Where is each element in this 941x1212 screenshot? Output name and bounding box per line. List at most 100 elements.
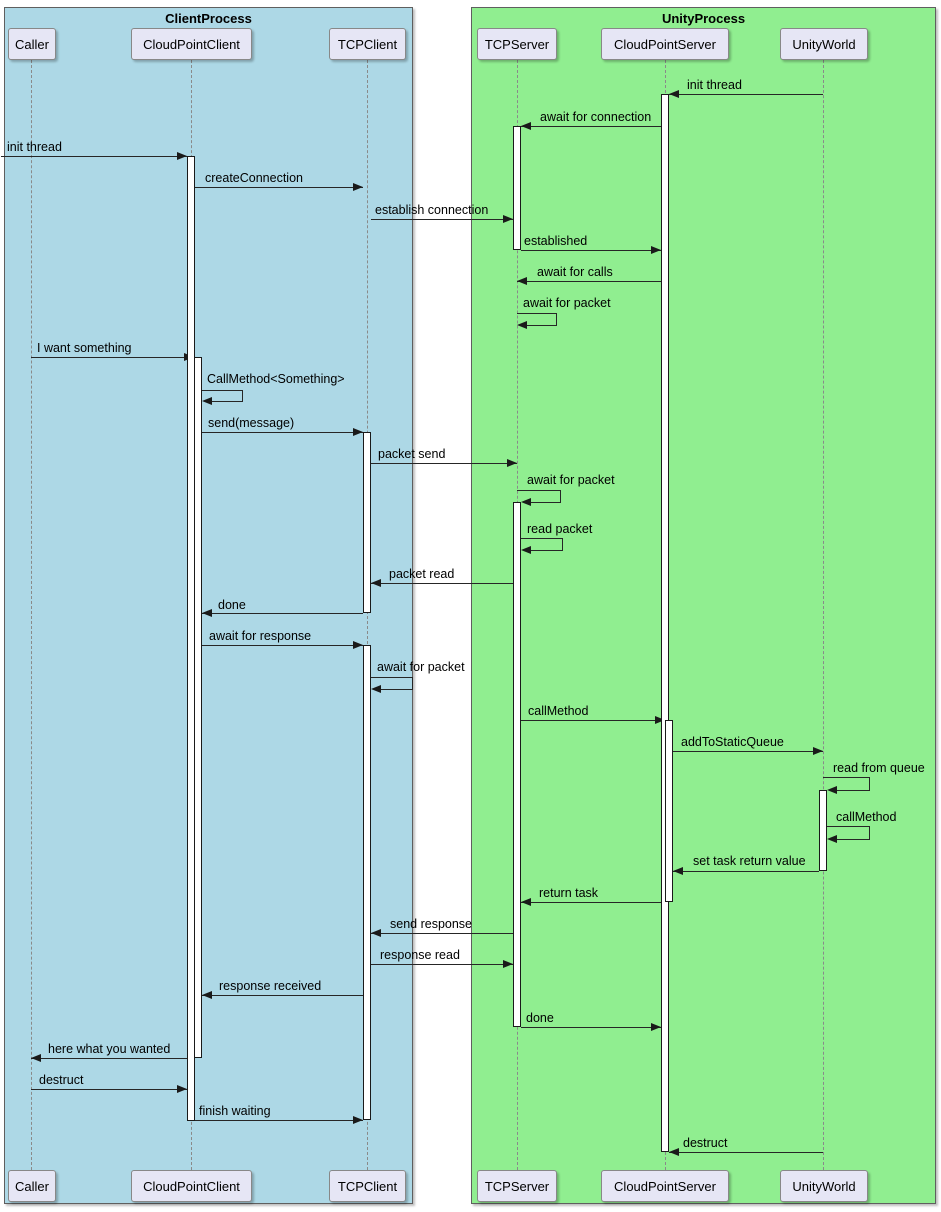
arrowhead-done-client <box>202 609 212 617</box>
self-message-side-await-for-packet-client <box>412 677 413 689</box>
self-message-top-read-from-queue <box>823 777 870 778</box>
message-line-init-thread-unity <box>669 94 823 95</box>
arrowhead-call-method-something <box>202 397 212 405</box>
message-line-i-want-something <box>31 357 194 358</box>
message-line-create-connection <box>195 187 363 188</box>
message-label-read-packet: read packet <box>527 522 593 536</box>
self-message-top-await-for-packet-server-2 <box>517 490 561 491</box>
arrowhead-await-for-packet-client <box>371 685 381 693</box>
arrowhead-read-from-queue <box>827 786 837 794</box>
lifeline-tcp-client <box>366 60 368 1170</box>
self-message-top-await-for-packet-client <box>371 677 413 678</box>
message-line-packet-read <box>371 583 513 584</box>
message-label-await-for-response: await for response <box>209 629 312 643</box>
arrowhead-call-method-unity <box>827 835 837 843</box>
self-message-side-read-from-queue <box>869 777 870 790</box>
message-line-establish-connection <box>371 219 513 220</box>
message-label-await-for-calls: await for calls <box>537 265 613 279</box>
arrowhead-return-task <box>521 898 531 906</box>
message-label-send-response: send response <box>390 917 473 931</box>
self-message-side-await-for-packet-server-1 <box>556 313 557 325</box>
activation-bar-cloud-point-server <box>661 94 669 1152</box>
self-message-bottom-call-method-unity <box>836 839 870 840</box>
self-message-top-read-packet <box>521 538 563 539</box>
self-message-bottom-read-from-queue <box>836 790 870 791</box>
group-title-unity-process: UnityProcess <box>661 11 746 26</box>
arrowhead-destruct-client <box>177 1085 187 1093</box>
participant-top-cloud-point-server: CloudPointServer <box>601 28 729 60</box>
arrowhead-destruct-server <box>669 1148 679 1156</box>
arrowhead-packet-read <box>371 579 381 587</box>
message-label-set-task-return-value: set task return value <box>693 854 806 868</box>
message-line-return-task <box>521 902 665 903</box>
arrowhead-init-thread-client <box>177 152 187 160</box>
message-line-packet-send <box>371 463 517 464</box>
self-message-top-call-method-something <box>202 390 243 391</box>
self-message-bottom-await-for-packet-client <box>380 689 413 690</box>
message-label-await-for-connection: await for connection <box>540 110 652 124</box>
message-line-call-method-server <box>521 720 665 721</box>
message-label-response-read: response read <box>380 948 460 962</box>
message-line-finish-waiting <box>195 1120 363 1121</box>
process-group-client-process: ClientProcess <box>4 7 413 1204</box>
arrowhead-create-connection <box>353 183 363 191</box>
message-line-response-read <box>371 964 513 965</box>
message-label-read-from-queue: read from queue <box>833 761 925 775</box>
participant-bottom-tcp-client: TCPClient <box>329 1170 406 1202</box>
message-line-send-message <box>202 432 363 433</box>
message-line-established <box>521 250 661 251</box>
arrowhead-call-method-server <box>655 716 665 724</box>
message-line-init-thread-client <box>1 156 187 157</box>
arrowhead-send-message <box>353 428 363 436</box>
arrowhead-await-for-connection <box>521 122 531 130</box>
message-line-set-task-return-value <box>673 871 819 872</box>
self-message-bottom-await-for-packet-server-1 <box>526 325 557 326</box>
activation-bar-tcp-client <box>363 645 371 1120</box>
message-line-await-for-response <box>202 645 363 646</box>
participant-bottom-cloud-point-server: CloudPointServer <box>601 1170 729 1202</box>
arrowhead-done-server <box>651 1023 661 1031</box>
message-label-call-method-server: callMethod <box>528 704 589 718</box>
arrowhead-send-response <box>371 929 381 937</box>
self-message-side-await-for-packet-server-2 <box>560 490 561 502</box>
participant-bottom-tcp-server: TCPServer <box>477 1170 557 1202</box>
participant-bottom-cloud-point-client: CloudPointClient <box>131 1170 252 1202</box>
message-line-done-server <box>521 1027 661 1028</box>
participant-bottom-caller: Caller <box>8 1170 56 1202</box>
message-label-response-received: response received <box>219 979 322 993</box>
arrowhead-response-read <box>503 960 513 968</box>
message-label-packet-read: packet read <box>389 567 455 581</box>
message-label-done-client: done <box>218 598 246 612</box>
process-group-unity-process: UnityProcess <box>471 7 936 1204</box>
arrowhead-await-for-packet-server-1 <box>517 321 527 329</box>
arrowhead-await-for-packet-server-2 <box>521 498 531 506</box>
message-line-destruct-server <box>669 1152 823 1153</box>
message-label-done-server: done <box>526 1011 554 1025</box>
message-label-packet-send: packet send <box>378 447 446 461</box>
message-label-await-for-packet-client: await for packet <box>377 660 465 674</box>
activation-bar-tcp-server <box>513 502 521 1027</box>
message-label-destruct-client: destruct <box>39 1073 84 1087</box>
activation-bar-tcp-client <box>363 432 371 613</box>
arrowhead-set-task-return-value <box>673 867 683 875</box>
message-label-i-want-something: I want something <box>37 341 132 355</box>
message-line-here-what-you-wanted <box>31 1058 187 1059</box>
participant-top-unity-world: UnityWorld <box>780 28 868 60</box>
message-line-await-for-connection <box>521 126 661 127</box>
message-label-call-method-unity: callMethod <box>836 810 897 824</box>
self-message-bottom-read-packet <box>530 550 563 551</box>
arrowhead-finish-waiting <box>353 1116 363 1124</box>
message-label-return-task: return task <box>539 886 599 900</box>
message-label-await-for-packet-server-1: await for packet <box>523 296 611 310</box>
lifeline-caller <box>30 60 32 1170</box>
arrowhead-add-to-static-queue <box>813 747 823 755</box>
participant-bottom-unity-world: UnityWorld <box>780 1170 868 1202</box>
arrowhead-established <box>651 246 661 254</box>
message-label-call-method-something: CallMethod<Something> <box>207 372 345 386</box>
message-label-await-for-packet-server-2: await for packet <box>527 473 615 487</box>
participant-top-caller: Caller <box>8 28 56 60</box>
activation-bar-cloud-point-client <box>194 357 202 1058</box>
message-label-established: established <box>524 234 588 248</box>
message-label-add-to-static-queue: addToStaticQueue <box>681 735 784 749</box>
